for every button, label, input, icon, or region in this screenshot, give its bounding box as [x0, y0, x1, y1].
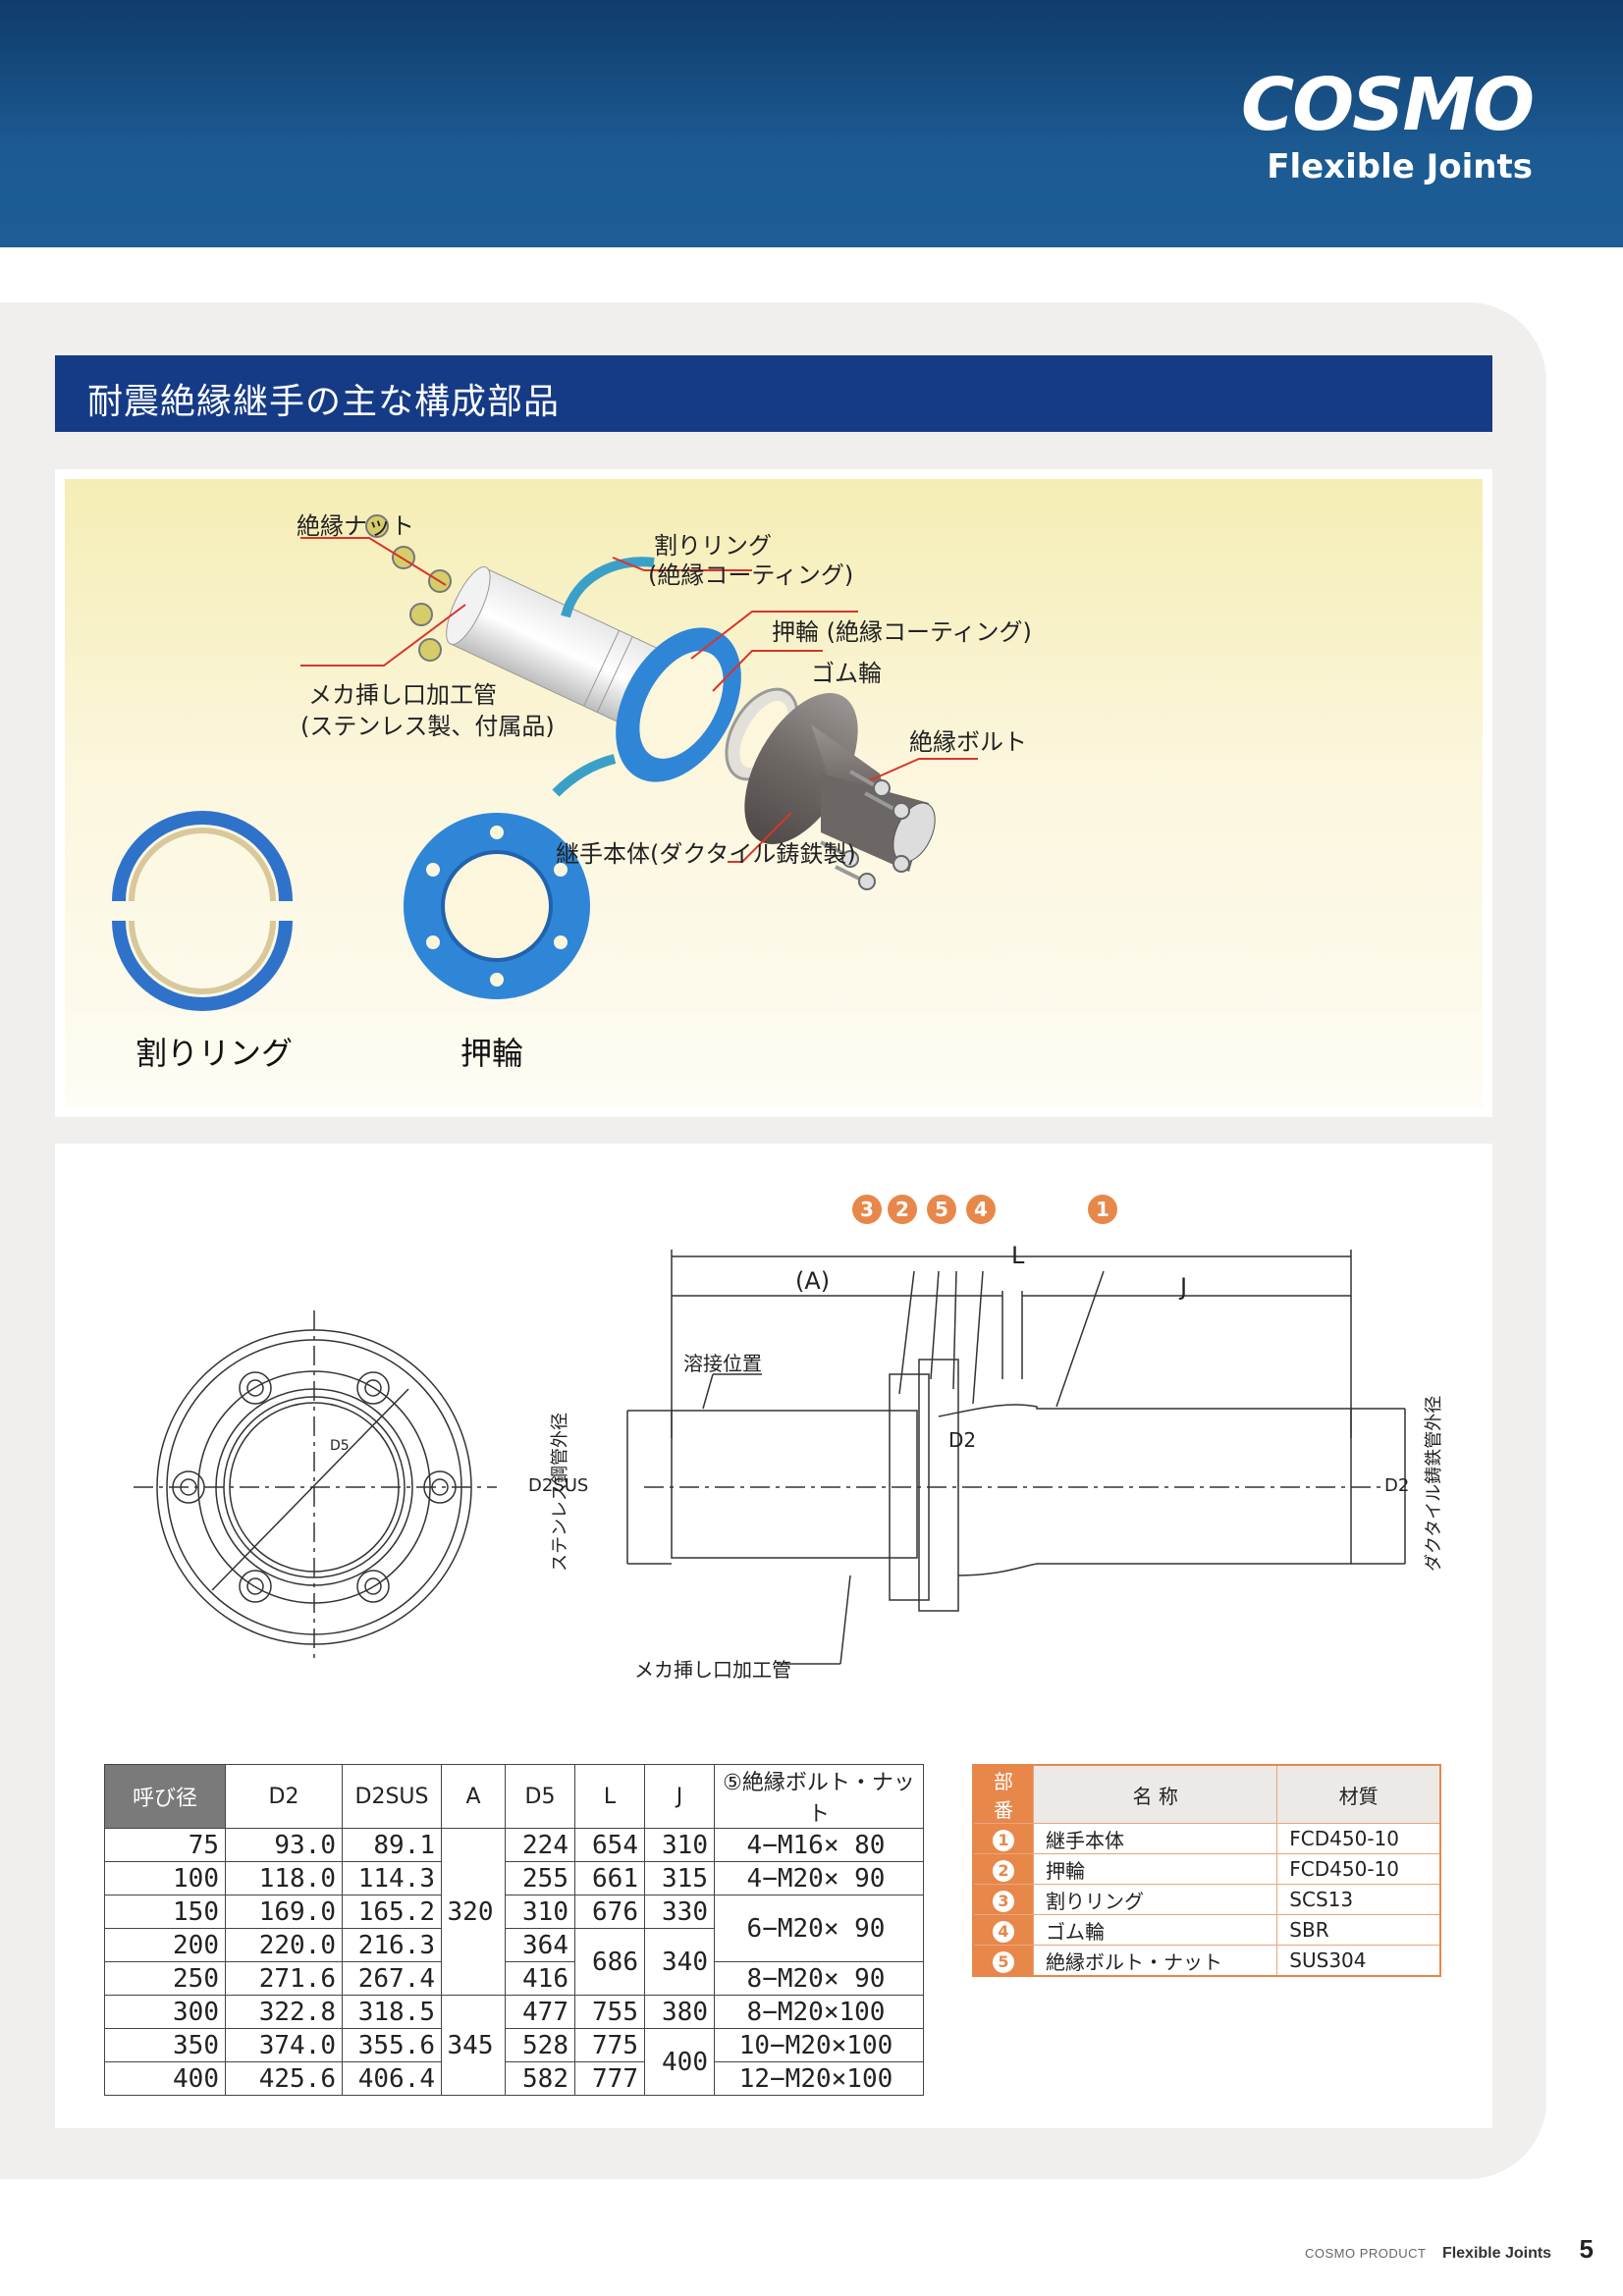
label-joint-body: 継手本体(ダクタイル鋳鉄製) — [556, 840, 856, 868]
brand-logo: COSMO — [1240, 63, 1535, 147]
th-bolt: ⑤絶縁ボルト・ナット — [714, 1764, 924, 1829]
label-insulating-nut: 絶縁ナット — [297, 512, 414, 540]
label-stainless-od: ステンレス鋼管外径 — [550, 1413, 570, 1572]
label-d2sus: D2SUS — [528, 1475, 589, 1496]
marker-1: 1 — [1088, 1195, 1117, 1224]
label-split-ring-coating: (絶縁コーティング) — [648, 561, 854, 589]
gland-photo — [404, 813, 590, 999]
label-mecha-pipe: メカ挿し口加工管 — [308, 681, 497, 709]
th-part-name: 名 称 — [1032, 1764, 1278, 1824]
th-j: J — [644, 1764, 715, 1829]
dim-L: L — [1011, 1242, 1025, 1269]
split-ring-photo — [112, 811, 293, 1011]
footer-title: Flexible Joints — [1441, 2245, 1552, 2262]
label-ductile-od: ダクタイル鋳鉄管外径 — [1424, 1395, 1444, 1572]
table-header-row: 呼び径 D2 D2SUS A D5 L J ⑤絶縁ボルト・ナット — [104, 1764, 924, 1829]
brand-block: COSMO Flexible Joints — [1240, 63, 1535, 187]
th-d2: D2 — [225, 1764, 343, 1829]
sectional-drawing — [134, 1250, 1406, 1665]
label-mecha-pipe-note: (ステンレス製、付属品) — [300, 713, 555, 740]
technical-drawing-panel: L (A) J 溶接位置 D2 D2SUS D2 D5 ステンレス鋼管外径 ダク… — [55, 1144, 1492, 2128]
footer-label: COSMO PRODUCT — [1304, 2246, 1427, 2261]
dim-J: J — [1180, 1273, 1188, 1301]
marker-3: 3 — [852, 1195, 882, 1224]
label-d2-right: D2 — [1384, 1475, 1410, 1496]
label-split-ring-big: 割りリング — [135, 1035, 294, 1072]
section-title-bar: 耐震絶縁継手の主な構成部品 — [55, 355, 1492, 432]
label-rubber-ring: ゴム輪 — [811, 660, 882, 687]
marker-5: 5 — [927, 1195, 956, 1224]
dim-A: (A) — [795, 1267, 831, 1295]
th-l: L — [574, 1764, 645, 1829]
header-banner: COSMO Flexible Joints — [0, 0, 1623, 247]
th-nominal: 呼び径 — [104, 1764, 226, 1829]
label-gland-coating: 押輪 (絶縁コーティング) — [772, 618, 1032, 646]
label-insulating-bolt: 絶縁ボルト — [909, 728, 1027, 756]
marker-2: 2 — [888, 1195, 917, 1224]
label-weld: 溶接位置 — [683, 1352, 762, 1375]
th-d2sus: D2SUS — [342, 1764, 442, 1829]
parts-header-row: 部番 名 称 材質 — [972, 1764, 1441, 1824]
label-split-ring: 割りリング — [654, 532, 772, 560]
section-title: 耐震絶縁継手の主な構成部品 — [87, 382, 561, 422]
th-part-no: 部番 — [972, 1764, 1034, 1824]
page-footer: COSMO PRODUCT Flexible Joints 5 — [1305, 2234, 1594, 2265]
joint-body-photo — [744, 693, 936, 872]
exploded-view-drawing — [112, 514, 978, 1011]
page-number: 5 — [1579, 2234, 1594, 2264]
brand-subtitle: Flexible Joints — [1267, 147, 1533, 187]
marker-4: 4 — [966, 1195, 996, 1224]
th-a: A — [441, 1764, 506, 1829]
label-d5: D5 — [330, 1438, 350, 1454]
components-illustration: 絶縁ナット 割りリング (絶縁コーティング) 押輪 (絶縁コーティング) ゴム輪… — [55, 469, 1492, 1117]
label-d2: D2 — [948, 1428, 977, 1452]
label-mecha-pipe-drawing: メカ挿し口加工管 — [634, 1658, 791, 1682]
th-d5: D5 — [505, 1764, 575, 1829]
label-gland-big: 押輪 — [460, 1035, 524, 1072]
th-material: 材質 — [1276, 1764, 1441, 1824]
